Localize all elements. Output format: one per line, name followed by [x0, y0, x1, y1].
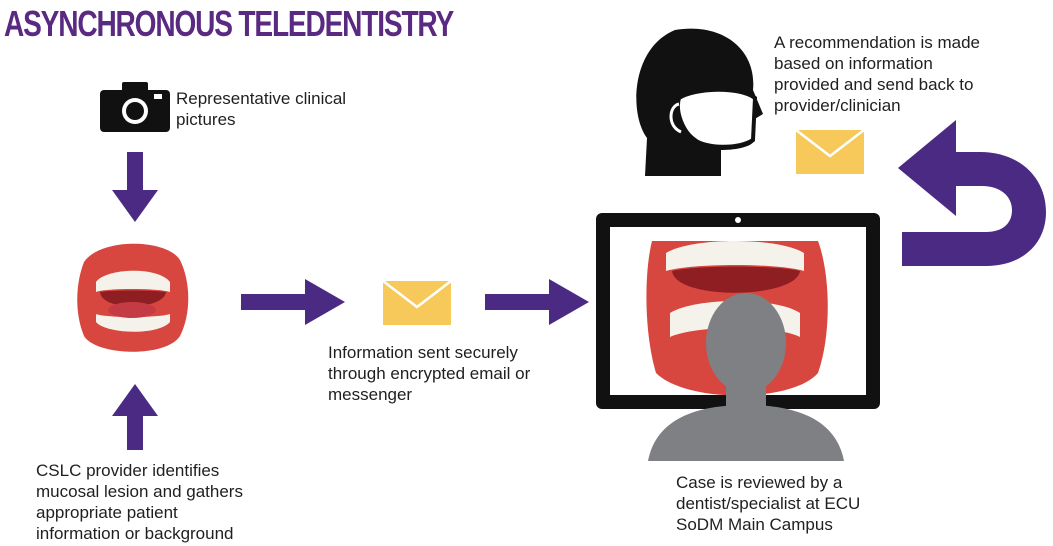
label-line: SoDM Main Campus	[676, 515, 833, 534]
open-mouth-icon	[77, 243, 189, 352]
label-line: messenger	[328, 385, 413, 404]
label-line: dentist/specialist at ECU	[676, 494, 861, 513]
label-line: Information sent securely	[328, 343, 518, 362]
down-arrow-icon	[112, 152, 158, 222]
label-case-reviewed: Case is reviewed by a dentist/specialist…	[676, 472, 860, 535]
label-line: pictures	[176, 110, 236, 129]
camera-icon	[100, 82, 170, 132]
person-silhouette-icon	[648, 293, 844, 461]
return-arrow-icon	[898, 120, 1046, 266]
label-line: based on information	[774, 54, 933, 73]
label-information-sent: Information sent securely through encryp…	[328, 342, 530, 405]
label-line: mucosal lesion and gathers	[36, 482, 243, 501]
label-line: Case is reviewed by a	[676, 473, 843, 492]
right-arrow-icon	[241, 279, 345, 325]
label-line: provider/clinician	[774, 96, 901, 115]
label-clinical-pictures: Representative clinical pictures	[176, 88, 346, 130]
label-line: provided and send back to	[774, 75, 974, 94]
label-line: Representative clinical	[176, 89, 347, 108]
label-line: CSLC provider identifies	[36, 461, 220, 480]
up-arrow-icon	[112, 384, 158, 450]
label-line: appropriate patient	[36, 503, 178, 522]
label-line: A recommendation is made	[774, 33, 980, 52]
label-line: through encrypted email or	[328, 364, 531, 383]
envelope-icon	[795, 129, 865, 174]
monitor-icon	[596, 213, 880, 461]
label-recommendation: A recommendation is made based on inform…	[774, 32, 980, 116]
label-line: information or background	[36, 524, 234, 543]
envelope-icon	[382, 280, 452, 325]
masked-head-icon	[636, 28, 763, 176]
label-provider: CSLC provider identifies mucosal lesion …	[36, 460, 243, 544]
right-arrow-icon	[485, 279, 589, 325]
page-title: ASYNCHRONOUS TELEDENTISTRY	[4, 3, 454, 44]
